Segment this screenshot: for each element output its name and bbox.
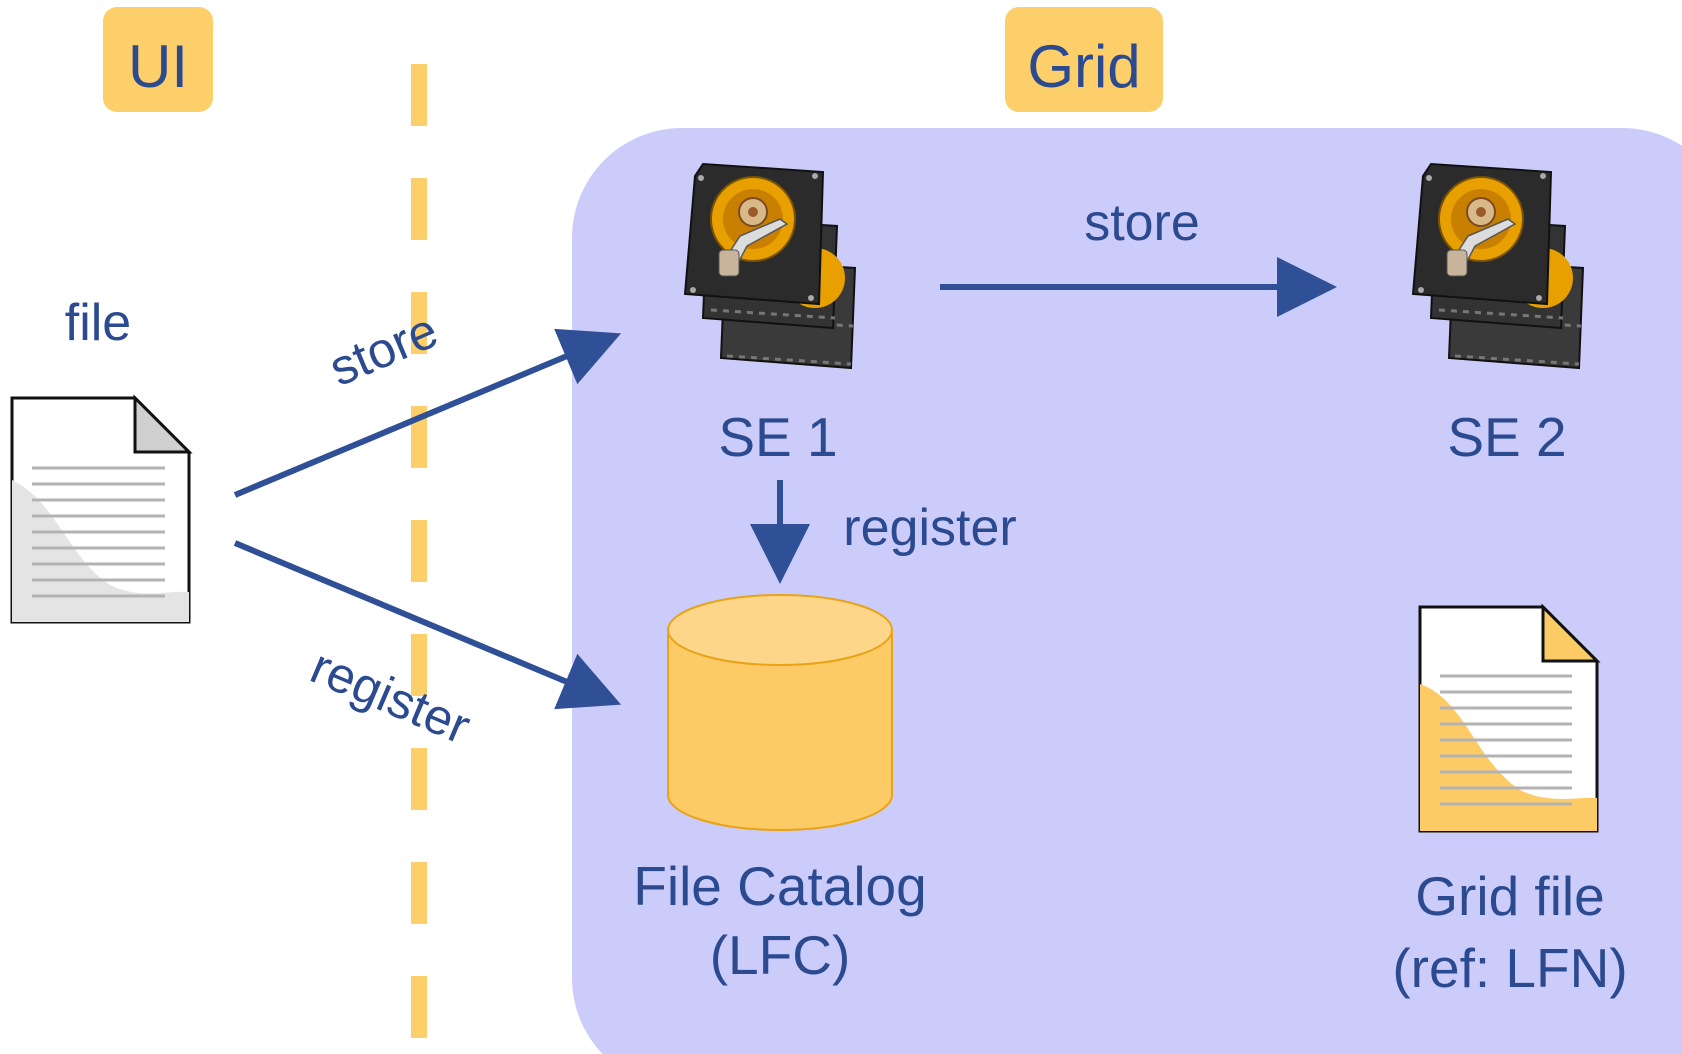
database-cylinder-icon [667, 594, 893, 831]
store-label-left: store [321, 302, 445, 397]
catalog-label-line2: (LFC) [710, 924, 851, 986]
se2-label: SE 2 [1447, 406, 1566, 468]
document-icon [10, 394, 193, 624]
ui-header: UI [103, 7, 213, 112]
register-label-mid: register [843, 499, 1016, 557]
store-label-top: store [1084, 194, 1200, 252]
grid-header-label: Grid [1027, 33, 1140, 100]
ui-header-label: UI [128, 33, 188, 100]
catalog-label-line1: File Catalog [633, 855, 926, 917]
register-arrow-to-catalog [233, 540, 622, 710]
file-label: file [65, 294, 131, 352]
register-label-left: register [303, 638, 478, 755]
store-arrow-to-se1 [233, 328, 622, 498]
gridfile-label-line1: Grid file [1415, 865, 1605, 927]
gridfile-label-line2: (ref: LFN) [1392, 937, 1627, 999]
se1-label: SE 1 [718, 406, 837, 468]
grid-header: Grid [1005, 7, 1163, 112]
document-icon [1418, 603, 1601, 833]
